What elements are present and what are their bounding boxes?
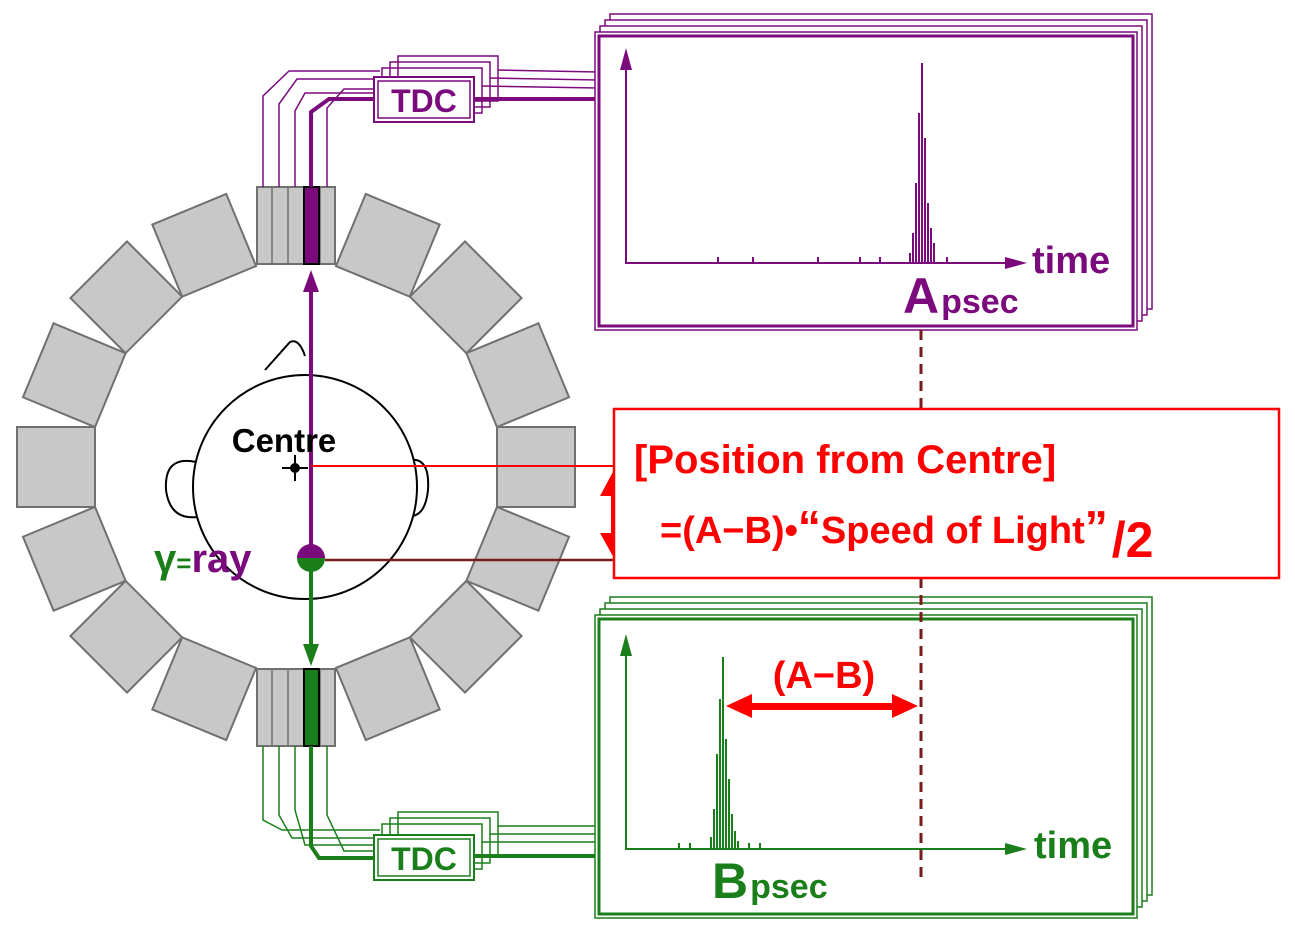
detector-block	[151, 192, 258, 298]
detector-block	[408, 579, 523, 694]
bottom-time-axis-label: time	[1034, 825, 1112, 867]
y-axis-arrowhead	[620, 48, 632, 70]
detector-block	[69, 579, 184, 694]
detector-ring	[16, 192, 576, 742]
difference-arrow	[726, 694, 918, 718]
histogram-axes	[625, 66, 1005, 264]
detector-block	[21, 322, 127, 429]
formula-quote-open: “	[798, 501, 821, 553]
bottom-histogram	[620, 634, 1027, 855]
bottom-active-crystal	[303, 668, 320, 747]
detector-block	[334, 636, 441, 742]
detector-block	[465, 322, 571, 429]
top-marker-label: Apsec	[903, 268, 1019, 324]
gamma-dash: =	[176, 548, 191, 578]
marker-a-unit: psec	[941, 283, 1019, 321]
head-outline	[164, 340, 430, 600]
bottom-tdc-box: TDC	[373, 834, 475, 881]
marker-b-unit: psec	[750, 868, 828, 906]
top-time-axis-label: time	[1032, 240, 1110, 282]
gamma-symbol: γ	[154, 537, 177, 581]
detector-block	[16, 426, 96, 508]
x-axis-arrowhead	[1005, 257, 1027, 269]
formula-phrase: Speed of Light	[821, 510, 1085, 552]
formula-prefix: =(A−B)•	[660, 510, 798, 552]
difference-label: (A−B)	[773, 655, 875, 697]
histogram-axes	[625, 652, 1005, 850]
detector-block	[21, 505, 127, 612]
top-histogram	[620, 48, 1027, 269]
formula-slash: /	[1112, 512, 1126, 568]
gamma-path-down	[303, 568, 319, 666]
bottom-main-signal-wire	[309, 746, 598, 860]
half-disc-icon	[297, 544, 325, 572]
y-axis-arrowhead	[620, 634, 632, 656]
top-histogram-panel	[594, 13, 1153, 331]
detector-block	[69, 240, 184, 355]
formula-box: [Position from Centre] =(A−B)•“Speed of …	[612, 407, 1281, 580]
top-signal-wires	[262, 55, 599, 187]
x-axis-arrowhead	[1005, 843, 1027, 855]
detector-block	[408, 240, 523, 355]
top-tdc-box: TDC	[373, 76, 475, 123]
bottom-marker-label: Bpsec	[712, 853, 828, 909]
formula-line-1: [Position from Centre]	[634, 438, 1056, 482]
bottom-tdc-label: TDC	[391, 841, 457, 877]
detector-block	[151, 636, 258, 742]
marker-a: A	[903, 268, 939, 324]
gamma-word: ray	[191, 537, 252, 581]
gamma-path-up	[303, 270, 319, 548]
formula-line-2: =(A−B)•“Speed of Light”/2	[660, 501, 1153, 568]
bottom-detector-block	[256, 668, 336, 747]
marker-b: B	[712, 853, 748, 909]
top-main-signal-wire	[309, 97, 598, 187]
detector-block	[334, 192, 441, 298]
formula-divisor: 2	[1126, 512, 1154, 568]
gamma-ray-label: γ=ray	[154, 537, 252, 581]
formula-quote-close: ”	[1085, 501, 1108, 553]
bottom-histogram-panel	[594, 596, 1153, 919]
top-active-crystal	[303, 186, 320, 265]
top-tdc-label: TDC	[391, 83, 457, 119]
crosshair-icon	[282, 455, 308, 481]
top-detector-block	[256, 186, 336, 265]
centre-label: Centre	[232, 422, 337, 459]
